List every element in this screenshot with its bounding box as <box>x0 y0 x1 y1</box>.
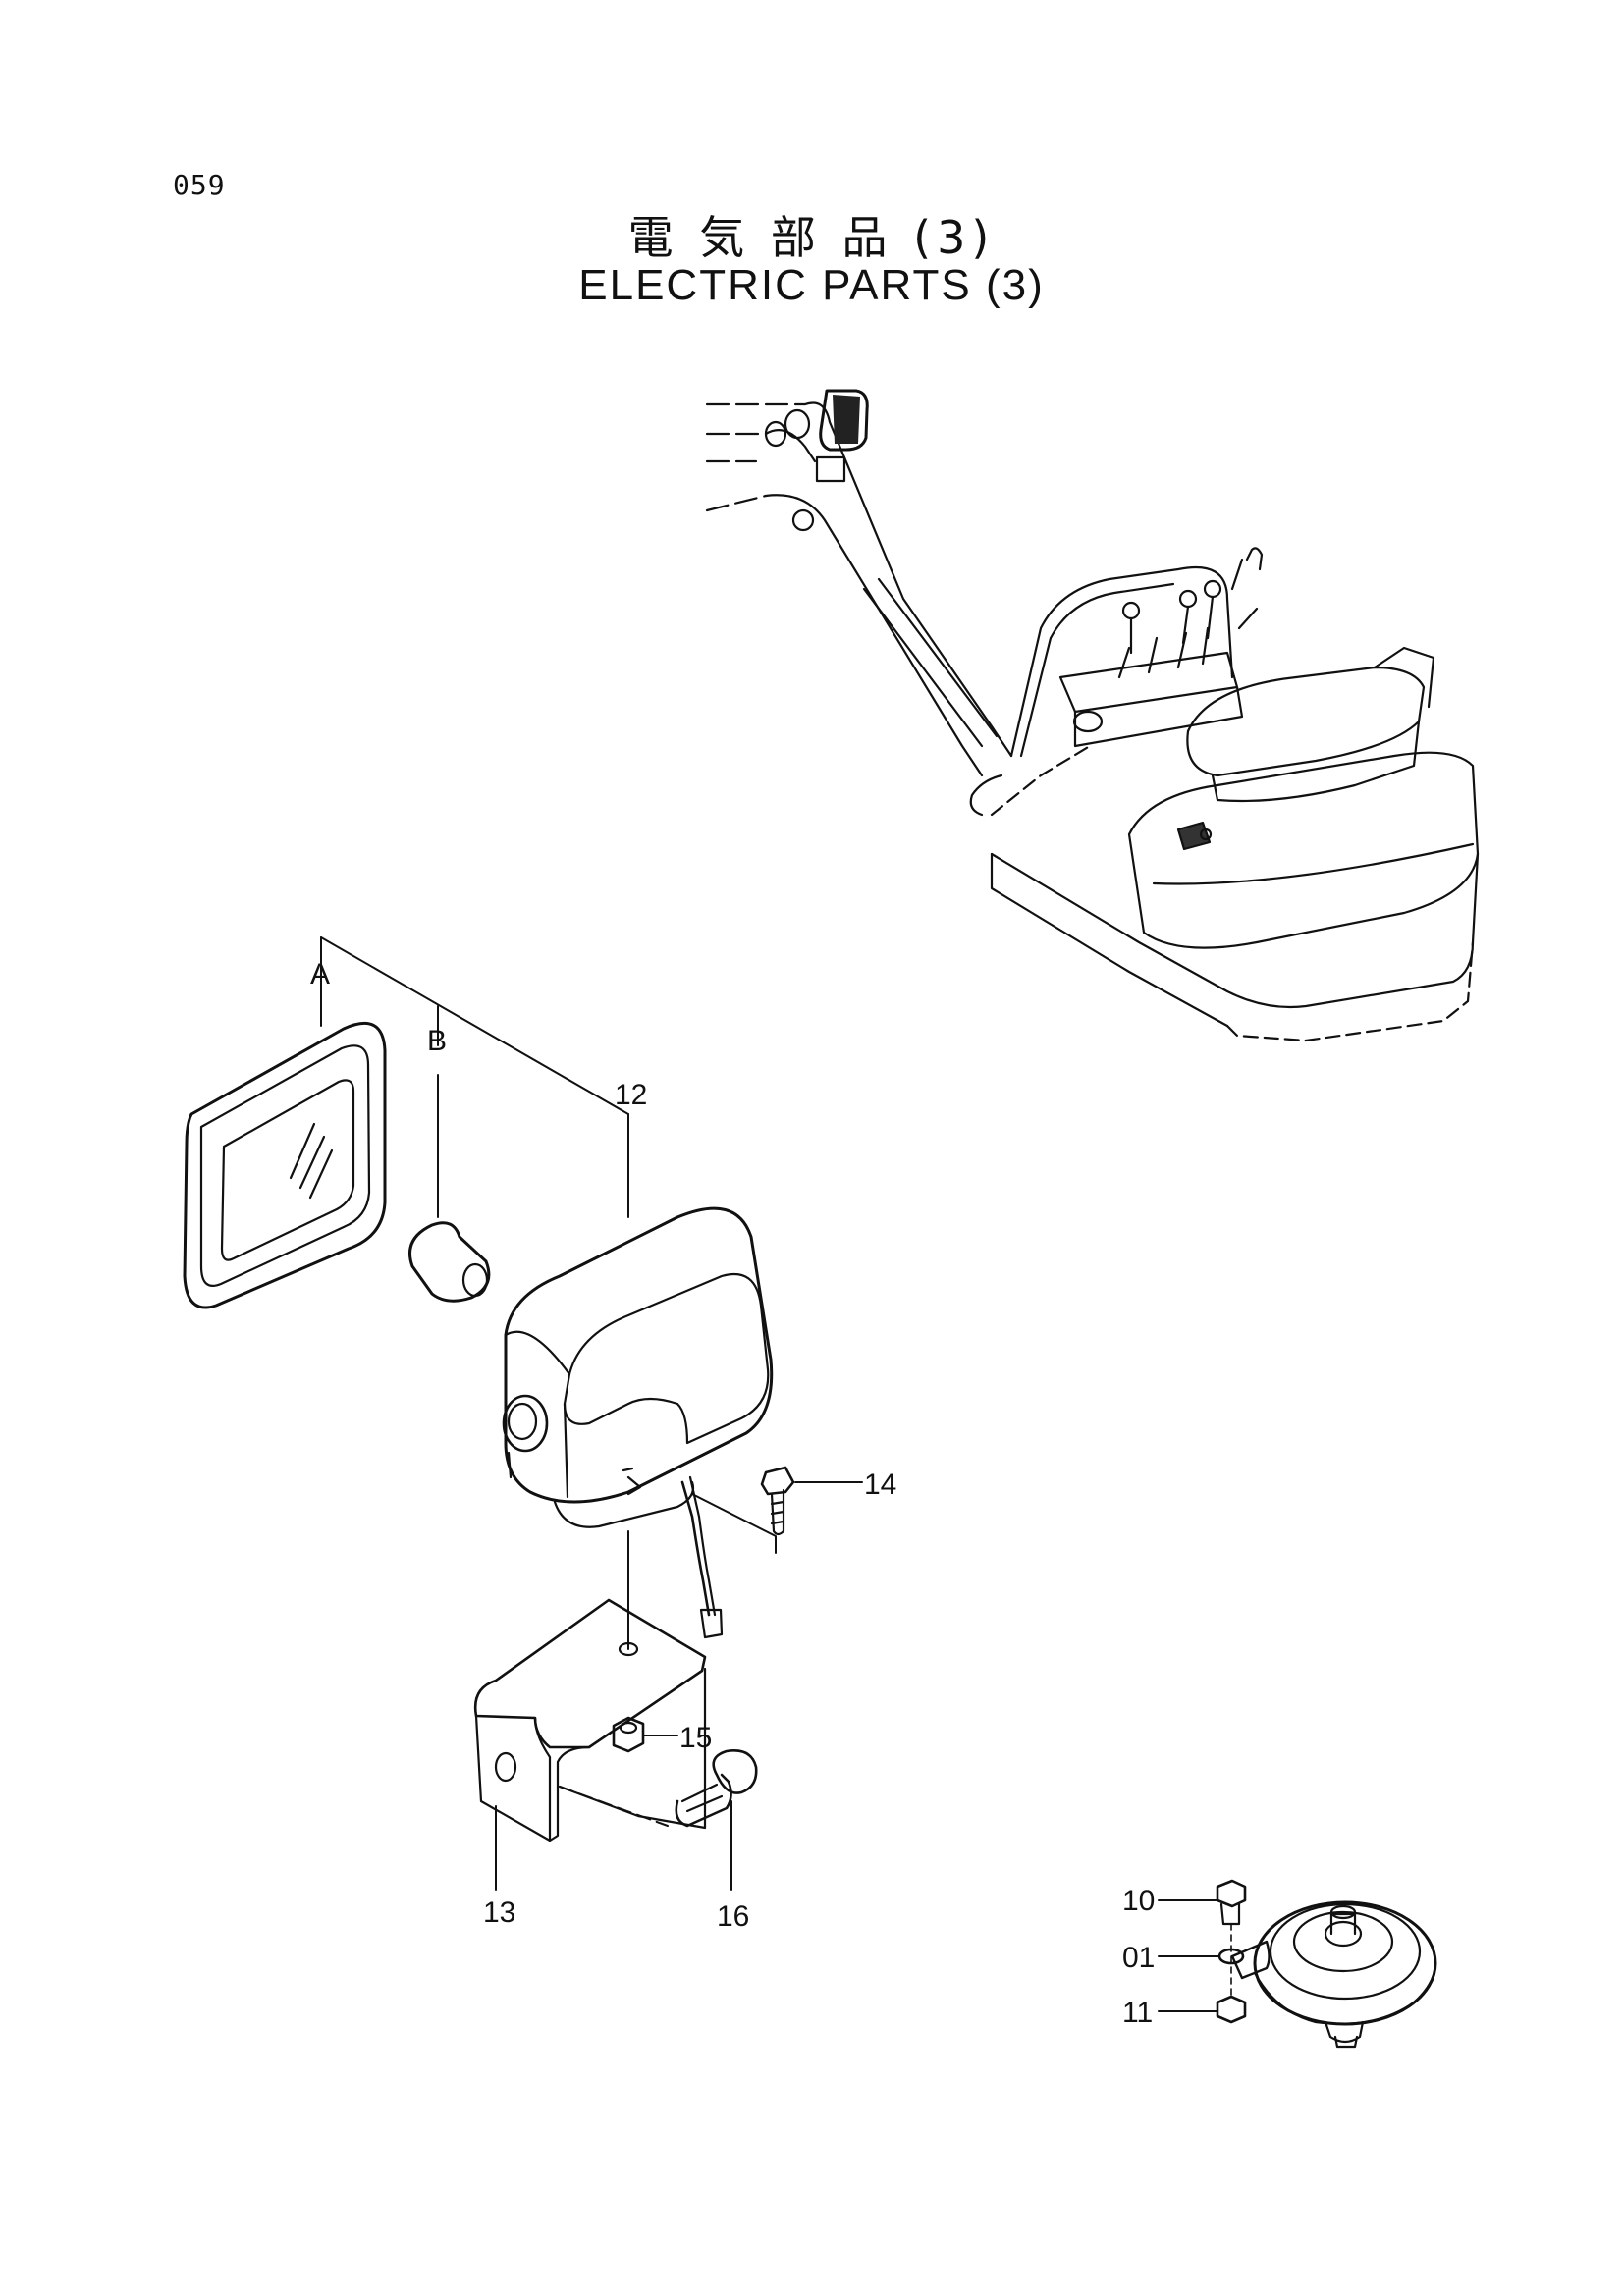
callout-a: A <box>310 958 330 990</box>
machine-overview-illustration <box>705 389 1480 1042</box>
horn-assembly <box>1158 1879 1437 2049</box>
nut-15 <box>612 1716 678 1753</box>
callout-14: 14 <box>864 1468 896 1501</box>
page-number: 059 <box>173 169 226 201</box>
callout-15: 15 <box>679 1722 712 1754</box>
page-title-english: ELECTRIC PARTS (3) <box>578 261 1045 309</box>
bolt-16 <box>675 1749 758 1891</box>
callout-b: B <box>427 1025 447 1057</box>
bolt-14 <box>760 1466 863 1536</box>
callout-11: 11 <box>1122 1997 1153 2029</box>
callout-13: 13 <box>483 1896 515 1929</box>
callout-10: 10 <box>1122 1885 1155 1917</box>
page-title-japanese: 電 気 部 品 (3) <box>627 211 996 264</box>
callout-12: 12 <box>615 1079 647 1111</box>
callout-01: 01 <box>1122 1942 1155 1974</box>
callout-16: 16 <box>717 1900 749 1933</box>
lamp-bracket-13 <box>473 1598 707 1891</box>
work-lamp-assembly <box>183 936 777 1650</box>
